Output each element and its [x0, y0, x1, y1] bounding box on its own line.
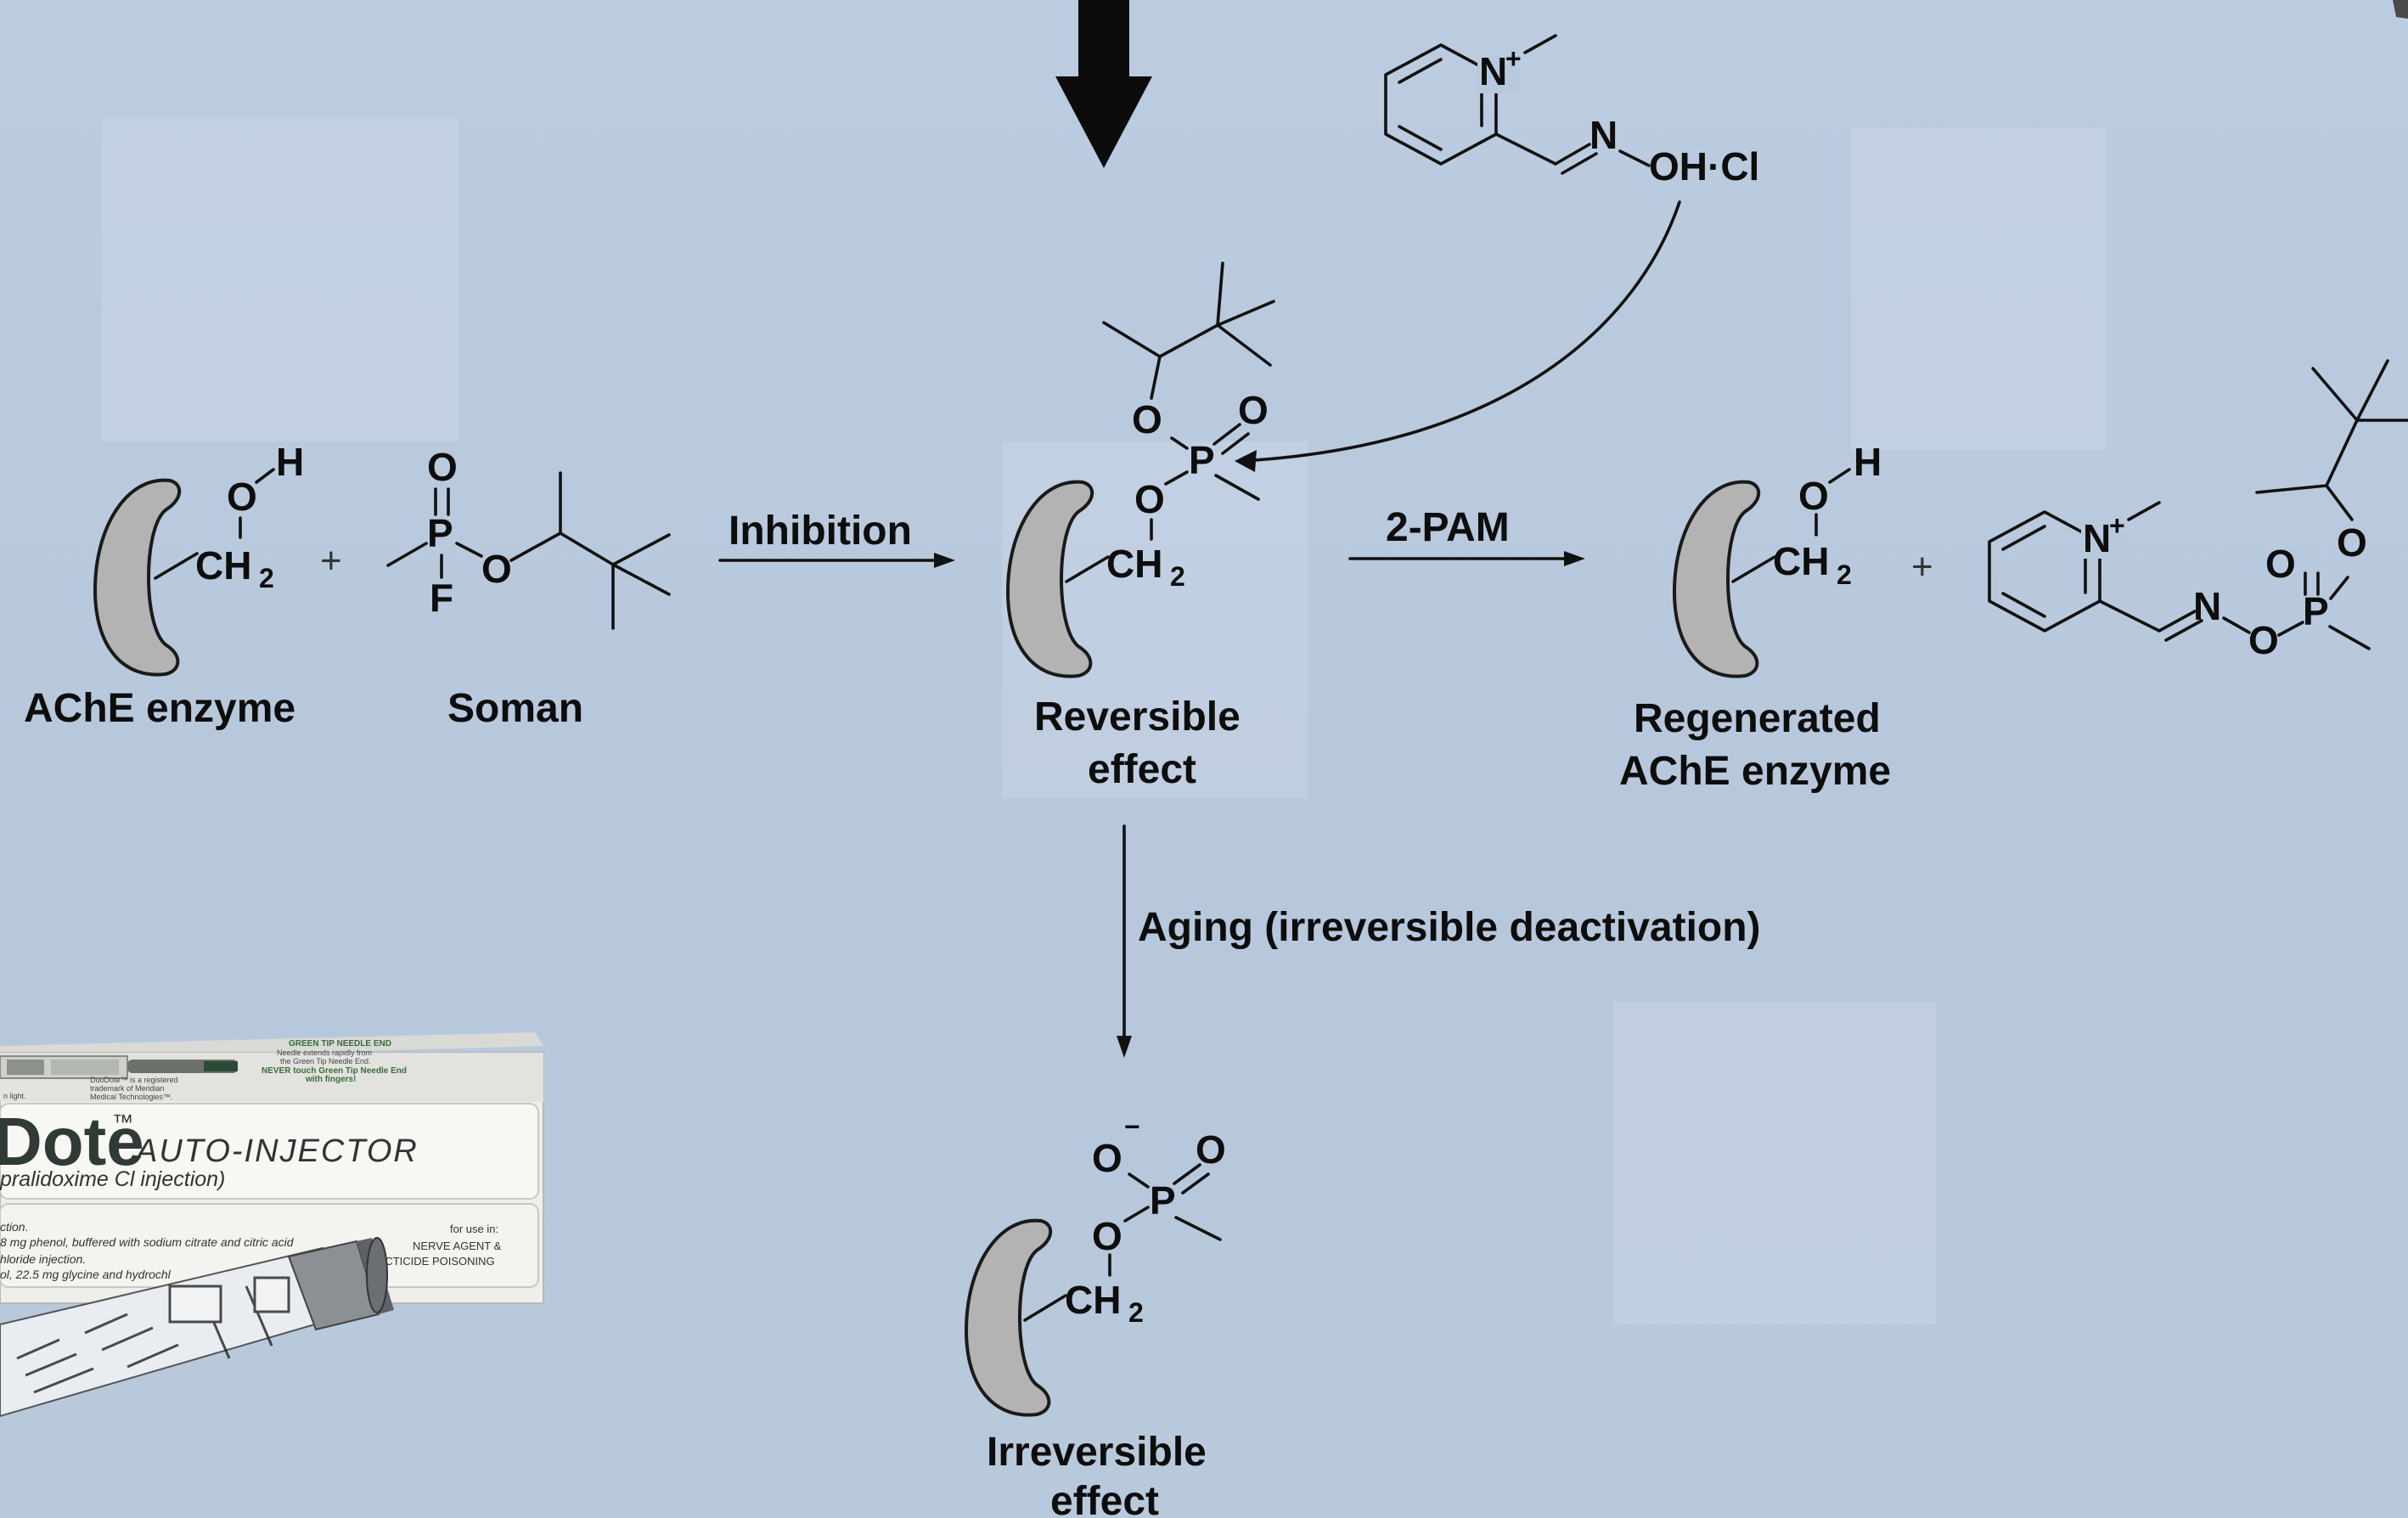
svg-text:N: N: [2193, 584, 2221, 628]
atom-p: P: [1189, 438, 1215, 482]
atom-p: P: [1150, 1178, 1176, 1223]
svg-text:O: O: [1798, 474, 1829, 518]
svg-text:+: +: [2109, 510, 2125, 541]
charge-minus: −: [1124, 1111, 1140, 1142]
svg-text:Medical Technologies™.: Medical Technologies™.: [90, 1093, 172, 1101]
caption-regenerated-1: Regenerated: [1634, 696, 1881, 741]
svg-text:2: 2: [1170, 561, 1185, 592]
caption-irreversible-2: effect: [1050, 1479, 1159, 1518]
svg-text:O: O: [1092, 1136, 1122, 1180]
injector-pen: [0, 1237, 394, 1418]
aging-arrow: Aging (irreversible deactivation): [1117, 824, 1761, 1058]
svg-text:DuoDote™ is a registered: DuoDote™ is a registered: [90, 1076, 178, 1084]
atom-n-plus: N: [1479, 49, 1507, 93]
aged-enzyme: CH 2 O P O O − Irreversible effect: [964, 1111, 1226, 1518]
caption-soman: Soman: [447, 686, 583, 731]
corner-fragment: [2393, 0, 2408, 19]
svg-text:Needle extends rapidly from: Needle extends rapidly from: [277, 1049, 372, 1057]
svg-text:n light.: n light.: [3, 1092, 26, 1100]
svg-text:8 mg phenol, buffered with sod: 8 mg phenol, buffered with sodium citrat…: [0, 1235, 295, 1249]
svg-text:with fingers!: with fingers!: [305, 1075, 356, 1084]
caption-regenerated-2: AChE enzyme: [1619, 749, 1891, 794]
label-inhibition: Inhibition: [729, 509, 912, 554]
svg-text:P: P: [2303, 589, 2329, 633]
svg-text:O: O: [2265, 542, 2296, 586]
product-subtitle: pralidoxime Cl injection): [0, 1167, 225, 1191]
svg-text:2: 2: [1128, 1297, 1144, 1328]
phosphonylated-oxime: N + N O P O O: [1988, 359, 2408, 662]
caption-ache: AChE enzyme: [24, 686, 295, 731]
caption-irreversible-1: Irreversible: [987, 1430, 1207, 1475]
ache-enzyme-reactant: CH 2 O H AChE enzyme: [24, 440, 304, 731]
svg-text:NEVER touch Green Tip Needle E: NEVER touch Green Tip Needle End: [262, 1066, 407, 1076]
svg-text:O: O: [481, 547, 512, 591]
caption-reversible-2: effect: [1088, 747, 1196, 792]
plus-sign-2: +: [1911, 546, 1933, 588]
pralidoxime-chloride: N + N OH·Cl: [1235, 34, 1759, 472]
svg-text:trademark of Meridian: trademark of Meridian: [90, 1084, 165, 1093]
charge-plus: +: [1505, 43, 1522, 74]
svg-text:H: H: [1854, 440, 1882, 484]
atom-c: CH: [1106, 542, 1162, 586]
down-arrow-icon: [1055, 0, 1152, 168]
svg-text:™: ™: [112, 1110, 133, 1134]
svg-text:hloride injection.: hloride injection.: [0, 1252, 86, 1266]
svg-text:O: O: [1134, 477, 1165, 521]
atom-c: CH: [195, 543, 251, 588]
atom-o: O: [227, 475, 257, 519]
label-aging: Aging (irreversible deactivation): [1138, 905, 1761, 950]
caption-reversible-1: Reversible: [1034, 694, 1241, 739]
svg-text:O: O: [1092, 1214, 1122, 1258]
atom-c: CH: [1773, 539, 1829, 583]
regenerated-enzyme: CH 2 O H Regenerated AChE enzyme: [1619, 440, 1891, 794]
atom-n-oxime: N: [1589, 113, 1618, 157]
pam-arrow: 2-PAM: [1348, 505, 1585, 566]
label-2-pam: 2-PAM: [1386, 505, 1510, 550]
atom-f: F: [430, 576, 453, 620]
svg-text:the Green Tip Needle End.: the Green Tip Needle End.: [280, 1057, 371, 1065]
label-oh-cl: OH·Cl: [1649, 144, 1759, 188]
svg-text:O: O: [1132, 397, 1162, 441]
svg-text:O: O: [1238, 388, 1269, 432]
atom-h: H: [276, 440, 304, 484]
svg-text:O: O: [1196, 1127, 1226, 1172]
brand-name: Dote: [0, 1104, 144, 1179]
svg-text:2: 2: [1837, 559, 1852, 590]
atom-c: CH: [1065, 1278, 1121, 1322]
svg-text:2: 2: [259, 563, 274, 593]
plus-sign-1: +: [320, 540, 342, 582]
svg-text:N: N: [2083, 516, 2111, 560]
soman-structure: O P F O Soman: [386, 445, 671, 731]
auto-injector-product: GREEN TIP NEEDLE END Needle extends rapi…: [0, 1032, 544, 1418]
inhibition-arrow: Inhibition: [718, 509, 955, 568]
atom-p-soman: P: [427, 511, 453, 555]
phosphonylated-enzyme: CH 2 O P O O Reversible effect: [1005, 261, 1275, 792]
svg-text:SECTICIDE POISONING: SECTICIDE POISONING: [370, 1255, 495, 1268]
svg-text:NERVE AGENT &: NERVE AGENT &: [413, 1240, 502, 1252]
product-title: AUTO-INJECTOR: [134, 1133, 419, 1169]
svg-text:ol, 22.5 mg glycine and hydroc: ol, 22.5 mg glycine and hydrochl: [0, 1268, 172, 1281]
svg-text:ction.: ction.: [0, 1220, 28, 1234]
svg-text:GREEN TIP NEEDLE END: GREEN TIP NEEDLE END: [289, 1039, 391, 1049]
svg-text:O: O: [2337, 520, 2367, 565]
svg-text:O: O: [427, 445, 458, 489]
svg-text:O: O: [2248, 618, 2279, 662]
svg-text:for use in:: for use in:: [450, 1223, 498, 1235]
